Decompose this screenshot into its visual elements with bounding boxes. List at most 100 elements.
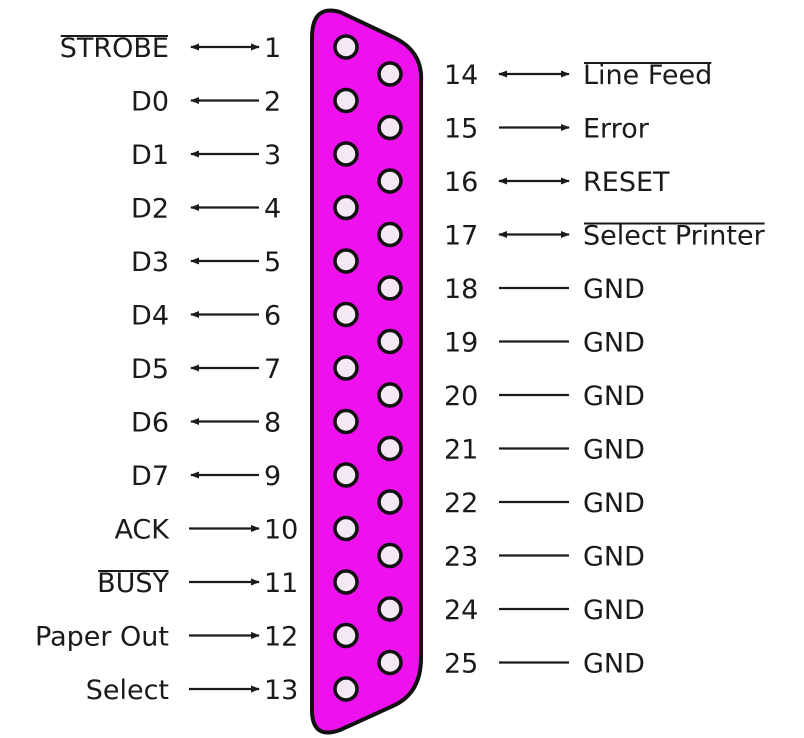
pin-hole-7 — [333, 355, 359, 381]
signal-label: Paper Out — [35, 622, 169, 653]
pin-hole-6 — [333, 301, 359, 328]
pin-number: 14 — [444, 60, 478, 91]
pin-hole-5 — [333, 248, 359, 274]
pin-hole-13 — [333, 676, 359, 702]
pin-number: 15 — [444, 114, 478, 145]
signal-label: Select Printer — [583, 221, 766, 252]
pin-number: 23 — [444, 542, 478, 573]
pin-hole-15 — [377, 114, 403, 141]
pin-hole-16 — [377, 168, 403, 194]
signal-label: GND — [583, 274, 645, 305]
pin-hole-17 — [377, 221, 403, 248]
signal-label: D3 — [131, 247, 169, 278]
db25-connector-body — [310, 8, 424, 735]
pin-hole-8 — [333, 408, 359, 435]
left-pin-row: 5 D3 — [131, 247, 281, 278]
left-pin-row: 2 D0 — [131, 87, 281, 118]
pin-number: 8 — [264, 408, 281, 439]
signal-label: Select — [86, 675, 169, 706]
left-pin-row: 12 Paper Out — [35, 622, 298, 653]
pin-number: 19 — [444, 328, 478, 359]
pin-number: 12 — [264, 622, 298, 653]
pin-hole-3 — [333, 141, 359, 167]
pin-number: 24 — [444, 595, 478, 626]
pin-number: 17 — [444, 221, 478, 252]
left-pin-row: 8 D6 — [131, 408, 281, 439]
right-pin-row: 19 GND — [444, 328, 645, 359]
pin-hole-10 — [333, 515, 359, 542]
pin-hole-25 — [377, 649, 403, 676]
signal-label: Error — [583, 114, 650, 145]
signal-label: GND — [583, 435, 645, 466]
signal-label: D7 — [131, 461, 169, 492]
signal-label: D6 — [131, 408, 169, 439]
pin-number: 6 — [264, 301, 281, 332]
signal-label: GND — [583, 542, 645, 573]
pin-hole-11 — [333, 569, 359, 595]
left-pin-row: 4 D2 — [131, 194, 281, 225]
pin-number: 1 — [264, 33, 281, 64]
pin-number: 18 — [444, 274, 478, 305]
left-pin-row: 9 D7 — [131, 461, 281, 492]
signal-label: D1 — [131, 140, 169, 171]
signal-label: D2 — [131, 194, 169, 225]
signal-label: GND — [583, 488, 645, 519]
left-pin-row: 10 ACK — [114, 515, 298, 546]
right-pin-row: 15 Error — [444, 114, 650, 145]
pin-number: 9 — [264, 461, 281, 492]
left-pin-row: 1 STROBE — [60, 33, 281, 64]
signal-label: Line Feed — [583, 60, 712, 91]
left-pin-labels: 1 STROBE 2 D0 3 D1 4 D2 5 D3 6 D4 7D5 8 D6 9 D7 10 ACK 11 BU… — [35, 33, 298, 706]
pin-number: 16 — [444, 167, 478, 198]
left-pin-row: 3 D1 — [131, 140, 281, 171]
pin-hole-1 — [333, 34, 359, 60]
signal-label: STROBE — [60, 33, 169, 64]
pin-number: 4 — [264, 194, 281, 225]
left-pin-row: 6 D4 — [131, 301, 281, 332]
pin-hole-18 — [377, 275, 403, 301]
pin-hole-22 — [377, 489, 403, 515]
signal-label: RESET — [583, 167, 670, 198]
pin-number: 5 — [264, 247, 281, 278]
signal-label: D0 — [131, 87, 169, 118]
right-pin-row: 14 Line Feed — [444, 60, 712, 91]
pin-number: 2 — [264, 87, 281, 118]
left-pin-row: 13 Select — [86, 675, 299, 706]
right-pin-row: 16 RESET — [444, 167, 670, 198]
pin-hole-19 — [377, 328, 403, 355]
right-pin-row: 17 Select Printer — [444, 221, 766, 252]
pin-hole-20 — [377, 382, 403, 408]
signal-label: BUSY — [97, 568, 169, 599]
pin-number: 7 — [264, 354, 281, 385]
pin-number: 25 — [444, 649, 478, 680]
right-pin-row: 18 GND — [444, 274, 645, 305]
pin-number: 13 — [264, 675, 298, 706]
signal-label: GND — [583, 649, 645, 680]
right-pin-row: 21 GND — [444, 435, 645, 466]
pin-hole-12 — [333, 622, 359, 649]
signal-label: D4 — [131, 301, 169, 332]
pin-number: 21 — [444, 435, 478, 466]
signal-label: ACK — [114, 515, 170, 546]
pin-number: 20 — [444, 381, 478, 412]
pin-number: 11 — [264, 568, 298, 599]
signal-label: GND — [583, 328, 645, 359]
right-pin-row: 23 GND — [444, 542, 645, 573]
right-pin-labels: 14 Line Feed 15 Error 16 RESET 17 Select Printe… — [444, 60, 766, 680]
pin-number: 3 — [264, 140, 281, 171]
pin-hole-23 — [377, 542, 403, 569]
signal-label: GND — [583, 381, 645, 412]
right-pin-row: 20 GND — [444, 381, 645, 412]
pin-hole-9 — [333, 462, 359, 488]
pin-number: 10 — [264, 515, 298, 546]
pin-hole-2 — [333, 87, 359, 114]
left-pin-row: 11 BUSY — [97, 568, 298, 599]
pin-hole-14 — [377, 61, 403, 87]
left-pin-row: 7D5 — [131, 354, 281, 385]
pin-hole-24 — [377, 596, 403, 622]
pin-hole-21 — [377, 435, 403, 462]
